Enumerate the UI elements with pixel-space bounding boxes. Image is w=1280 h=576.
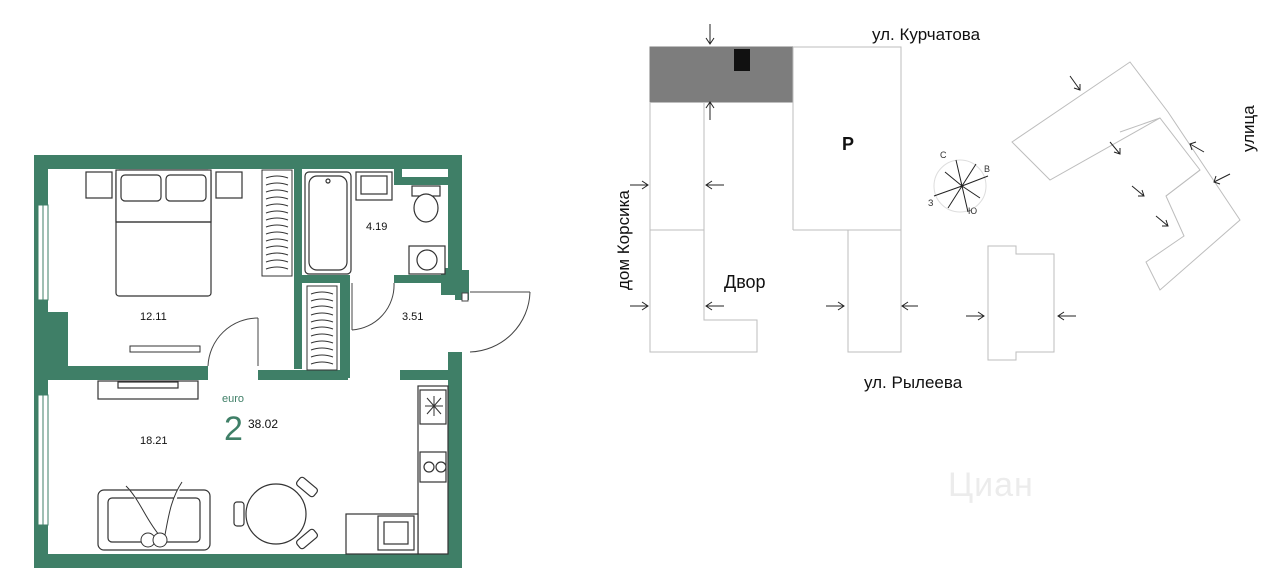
rooms-count: 2	[224, 410, 243, 448]
hanger-line	[310, 305, 334, 309]
fridge-icon	[425, 396, 443, 416]
hanger-line	[265, 224, 289, 228]
compass-rose-icon	[933, 159, 989, 213]
hanger-line	[265, 196, 289, 200]
apartment-type-label: euro	[222, 393, 244, 405]
hanger-line	[265, 189, 289, 193]
doors	[207, 282, 531, 367]
people-icon	[125, 481, 183, 548]
tv-bedroom-icon	[129, 345, 201, 353]
wardrobe-icon	[261, 169, 338, 371]
street-north-label: ул. Курчатова	[872, 25, 981, 44]
toilet-icon	[411, 185, 441, 223]
hanger-line	[265, 259, 289, 263]
total-area: 38.02	[248, 417, 278, 431]
hanger-line	[265, 245, 289, 249]
hanger-line	[310, 298, 334, 302]
bathtub-icon	[304, 171, 352, 275]
hanger-line	[310, 354, 334, 358]
neighbor-building-east	[1011, 61, 1241, 291]
entrance-arrows	[630, 24, 1231, 321]
wardrobe-hangers	[265, 175, 334, 365]
nightstand-icon	[85, 171, 243, 199]
hanger-line	[310, 319, 334, 323]
hanger-line	[265, 238, 289, 242]
hanger-line	[265, 266, 289, 270]
compass-west: З	[928, 198, 933, 208]
hanger-line	[265, 231, 289, 235]
hanger-line	[310, 291, 334, 295]
hanger-line	[265, 210, 289, 214]
bed-icon	[115, 169, 212, 297]
tv-stand-icon	[97, 380, 199, 400]
hanger-line	[265, 175, 289, 179]
hanger-line	[310, 340, 334, 344]
hanger-line	[265, 252, 289, 256]
main-building	[649, 46, 902, 353]
hanger-line	[310, 312, 334, 316]
sink-icon	[355, 171, 393, 201]
entrance-marker-icon	[734, 49, 750, 71]
yard-label: Двор	[724, 272, 766, 292]
hanger-line	[310, 347, 334, 351]
site-plan: С В Ю З ул. Курчатова ул. Рылеева дом Ко…	[614, 24, 1258, 392]
hanger-line	[310, 361, 334, 365]
apartment-floorplan: 12.11 4.19 3.51 18.21 euro 2 38.02	[34, 155, 531, 568]
living-area: 18.21	[140, 435, 168, 447]
neighbor-building-center	[987, 245, 1055, 361]
windows	[37, 204, 49, 526]
compass-south: Ю	[968, 206, 977, 216]
sofa-icon	[97, 489, 211, 551]
washing-machine-icon	[408, 245, 446, 275]
hall-area: 3.51	[402, 311, 423, 323]
dining-table-icon	[233, 476, 319, 550]
inner-walls	[48, 169, 469, 380]
hanger-line	[265, 217, 289, 221]
hanger-line	[310, 333, 334, 337]
watermark: Циан	[948, 466, 1034, 504]
highlighted-section	[649, 46, 794, 103]
street-east-label: улица	[1239, 105, 1258, 152]
street-west-label: дом Корсика	[614, 190, 633, 290]
compass-east: В	[984, 164, 990, 174]
hanger-line	[310, 326, 334, 330]
hanger-line	[265, 182, 289, 186]
compass-north: С	[940, 150, 947, 160]
bedroom-area: 12.11	[140, 311, 167, 323]
kitchen-counter-icon	[345, 385, 449, 555]
parking-label: P	[842, 134, 854, 154]
hanger-line	[265, 203, 289, 207]
bathroom-area: 4.19	[366, 221, 387, 233]
street-south-label: ул. Рылеева	[864, 373, 963, 392]
